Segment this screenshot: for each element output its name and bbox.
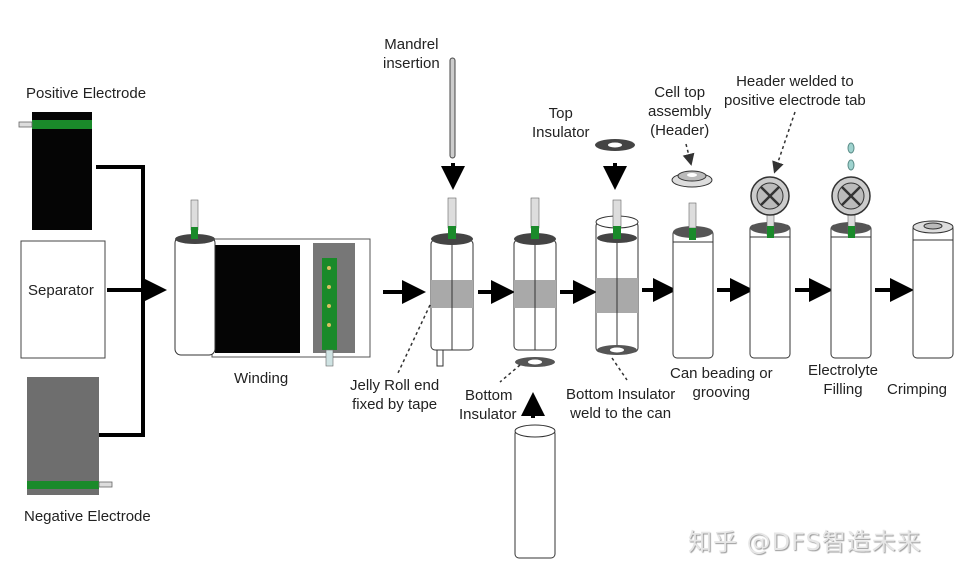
beaded-can: [672, 202, 714, 359]
mandrel-rod: [441, 57, 465, 190]
winding-label: Winding: [234, 370, 289, 387]
crimping-label: Crimping: [887, 381, 948, 398]
winding-assembly: [174, 199, 371, 367]
negative-electrode-label: Negative Electrode: [24, 508, 151, 525]
bottom-weld-leader: [611, 357, 628, 381]
separator-label: Separator: [28, 282, 94, 299]
separator-sheet: [20, 240, 106, 359]
header-weld-leader: [772, 111, 796, 174]
top-insulator-disc: [595, 139, 635, 190]
empty-can: [514, 424, 556, 559]
negative-electrode-sheet: [27, 377, 113, 495]
electrolyte-cell: [830, 142, 872, 359]
bottom-insulator-leader: [499, 364, 521, 383]
header-leader: [682, 143, 695, 166]
feed-lines: [96, 165, 167, 437]
positive-electrode-label: Positive Electrode: [26, 85, 147, 102]
jelly-roll-with-mandrel: [430, 197, 474, 367]
positive-electrode-sheet: [18, 112, 92, 230]
header-disc: [671, 170, 713, 188]
cell-in-can: [595, 199, 639, 355]
jelly-roll-leader: [397, 304, 431, 374]
cell-with-bottom-insulator: [513, 197, 557, 367]
header-welded-cell: [749, 176, 791, 359]
watermark: 知乎 @DFS智造未来: [688, 528, 922, 556]
crimped-cell: [912, 220, 954, 359]
